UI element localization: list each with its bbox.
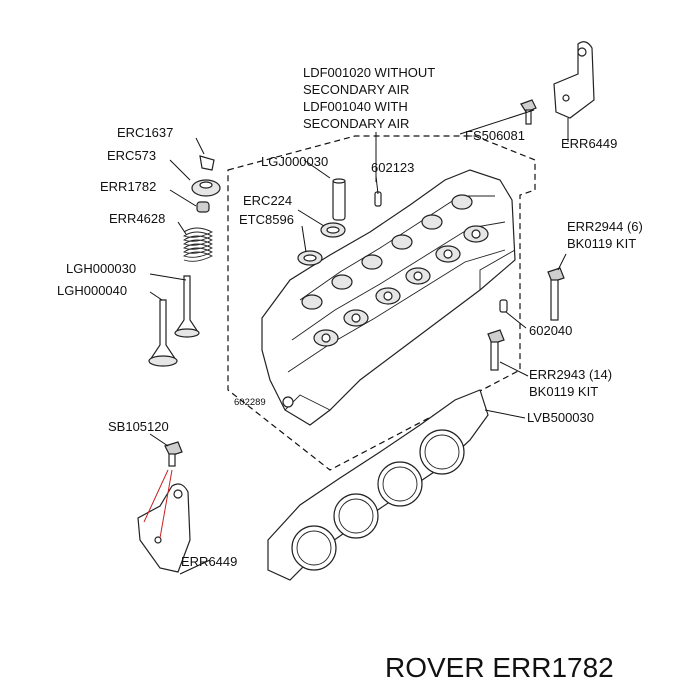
label-erc224: ERC224 bbox=[243, 193, 292, 208]
valve-guide bbox=[332, 178, 346, 221]
valve-insert bbox=[297, 250, 323, 266]
leader-lines bbox=[149, 109, 569, 575]
label-ldf-line4: SECONDARY AIR bbox=[303, 116, 409, 131]
label-lgj000030: LGJ000030 bbox=[261, 154, 328, 169]
label-fs506081: FS506081 bbox=[465, 128, 525, 143]
valve-stem-seal bbox=[196, 201, 210, 213]
label-err2943-line2: BK0119 KIT bbox=[529, 384, 598, 399]
label-ldf-line3: LDF001040 WITH bbox=[303, 99, 408, 114]
dowel-602040 bbox=[499, 299, 508, 313]
label-lgh000030: LGH000030 bbox=[66, 261, 136, 276]
label-erc1637: ERC1637 bbox=[117, 125, 173, 140]
label-etc8596: ETC8596 bbox=[239, 212, 294, 227]
dowel-602123 bbox=[374, 191, 382, 207]
cylinder-head bbox=[261, 169, 516, 426]
label-602289: 602289 bbox=[234, 397, 266, 408]
exhaust-valve bbox=[174, 275, 200, 338]
label-lvb500030: LVB500030 bbox=[527, 410, 594, 425]
bolt-fs506081 bbox=[520, 99, 537, 125]
valve-spring bbox=[182, 227, 214, 262]
part-caption: ROVER ERR1782 bbox=[385, 652, 614, 683]
label-err2944-line2: BK0119 KIT bbox=[567, 236, 636, 251]
red-indicator-lines bbox=[143, 469, 173, 539]
spring-cap bbox=[191, 179, 221, 197]
label-err2944-line1: ERR2944 (6) bbox=[567, 219, 643, 234]
cylinder-head-frame bbox=[227, 135, 536, 471]
bracket-top bbox=[553, 41, 595, 119]
label-602040: 602040 bbox=[529, 323, 572, 338]
bolt-sb105120 bbox=[164, 441, 183, 467]
label-ldf-line2: SECONDARY AIR bbox=[303, 82, 409, 97]
label-err6449-top: ERR6449 bbox=[561, 136, 617, 151]
label-lgh000040: LGH000040 bbox=[57, 283, 127, 298]
label-err4628: ERR4628 bbox=[109, 211, 165, 226]
inlet-valve bbox=[148, 299, 178, 367]
head-bolt-err2943 bbox=[487, 329, 505, 371]
label-sb105120: SB105120 bbox=[108, 419, 169, 434]
label-ldf-line1: LDF001020 WITHOUT bbox=[303, 65, 435, 80]
valve-collet bbox=[199, 155, 215, 171]
label-err6449-bottom: ERR6449 bbox=[181, 554, 237, 569]
bracket-bottom bbox=[137, 483, 191, 573]
label-erc573: ERC573 bbox=[107, 148, 156, 163]
valve-seat-ring bbox=[320, 222, 346, 238]
label-602123: 602123 bbox=[371, 160, 414, 175]
label-err2943-line1: ERR2943 (14) bbox=[529, 367, 612, 382]
label-err1782: ERR1782 bbox=[100, 179, 156, 194]
head-gasket bbox=[267, 389, 489, 581]
head-bolt-err2944 bbox=[547, 267, 565, 321]
dowel-602289 bbox=[282, 396, 294, 408]
